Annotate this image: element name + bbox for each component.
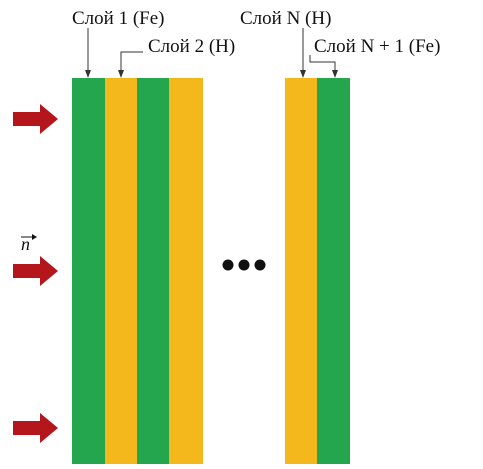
label-layer-2: Слой 2 (H) bbox=[148, 36, 235, 57]
leader-lines bbox=[85, 28, 338, 78]
ellipsis-icon bbox=[222, 259, 266, 271]
incident-arrow-bottom bbox=[13, 413, 58, 443]
layer-1-fe bbox=[72, 78, 105, 464]
normal-vector-letter: n bbox=[21, 234, 30, 254]
leader-layer-1-arrowhead bbox=[85, 70, 91, 78]
layer-n-h bbox=[285, 78, 317, 464]
label-layer-1: Слой 1 (Fe) bbox=[72, 8, 164, 29]
layer-3-fe bbox=[137, 78, 169, 464]
layer-stack-first bbox=[72, 78, 203, 464]
layer-stack-last bbox=[285, 78, 350, 464]
layer-2-h bbox=[105, 78, 137, 464]
leader-layer-n-arrowhead bbox=[300, 70, 306, 78]
layer-4-h bbox=[169, 78, 203, 464]
leader-layer-n-plus-1-arrowhead bbox=[332, 70, 338, 78]
leader-layer-2-arrowhead bbox=[118, 70, 124, 78]
incident-arrow-top bbox=[13, 104, 58, 134]
normal-vector-label: n bbox=[21, 234, 37, 254]
leader-layer-2 bbox=[120, 51, 143, 71]
label-layer-n-plus-1: Слой N + 1 (Fe) bbox=[314, 36, 440, 57]
incident-arrow-middle bbox=[13, 256, 58, 286]
layer-n-plus-1-fe bbox=[317, 78, 350, 464]
vector-arrow-head bbox=[32, 234, 37, 240]
label-layer-n: Слой N (H) bbox=[240, 8, 331, 29]
leader-layer-n-plus-1 bbox=[309, 55, 336, 71]
